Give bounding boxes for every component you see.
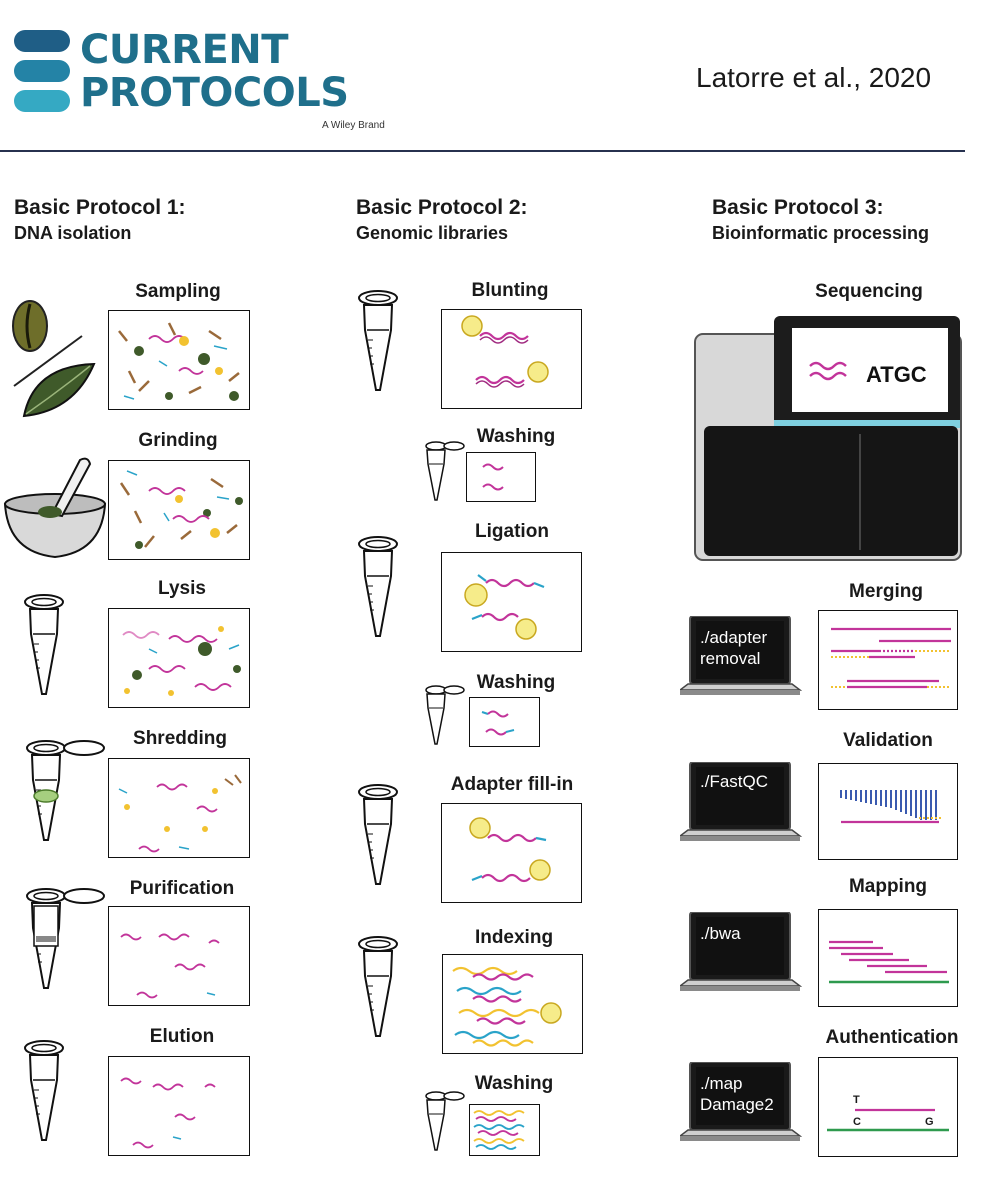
header-divider [0, 150, 965, 152]
step-grinding-label: Grinding [138, 430, 218, 451]
authentication-label-top: T [853, 1094, 860, 1106]
sampling-panel [108, 310, 250, 410]
protocol-3-title: Basic Protocol 3: [712, 196, 884, 219]
laptop-icon-mapping [680, 912, 801, 992]
brand-logo-bars-icon [14, 30, 70, 112]
step-sequencing-label: Sequencing [815, 281, 923, 302]
sequencer-screen-text: ATGC [866, 362, 927, 387]
sequencer-icon [694, 316, 962, 561]
grinding-panel [108, 460, 250, 560]
step-sampling-label: Sampling [135, 281, 221, 302]
merging-panel [818, 610, 958, 710]
washing-tube-icon-1 [425, 441, 465, 501]
elution-panel [108, 1056, 250, 1156]
terminal-command-line2-3: Damage2 [700, 1095, 774, 1114]
step-lysis-label: Lysis [158, 578, 206, 599]
blunting-panel [441, 309, 582, 409]
indexing-tube-icon [358, 936, 398, 1037]
brand-tagline: A Wiley Brand [322, 120, 385, 131]
elution-tube-icon [24, 1040, 64, 1141]
indexing-panel [442, 954, 583, 1054]
step-washing-label-3: Washing [474, 1073, 554, 1094]
mortar-pestle-icon [3, 457, 107, 559]
purification-panel [108, 906, 250, 1006]
authentication-panel: T C G [818, 1057, 958, 1157]
washing-panel-1 [466, 452, 536, 502]
washing-tube-icon-3 [425, 1091, 465, 1151]
step-shredding-label: Shredding [133, 728, 227, 749]
brand-name-line1: CURRENT [80, 27, 289, 73]
protocol-3-subtitle: Bioinformatic processing [712, 223, 930, 243]
ligation-panel [441, 552, 582, 652]
protocol-2-title: Basic Protocol 2: [356, 196, 528, 219]
lysis-tube-icon [24, 594, 64, 695]
step-authentication-label: Authentication [825, 1027, 959, 1048]
mapping-panel [818, 909, 958, 1007]
terminal-command-line1-2: ./bwa [700, 924, 741, 943]
authentication-label-bottom-right: G [925, 1116, 934, 1128]
step-purification-label: Purification [129, 878, 235, 899]
step-elution-label: Elution [149, 1026, 215, 1047]
step-indexing-label: Indexing [474, 927, 554, 948]
fill-in-tube-icon [358, 784, 398, 885]
step-ligation-label: Ligation [475, 521, 549, 542]
ligation-tube-icon [358, 536, 398, 637]
washing-panel-2 [469, 697, 540, 747]
step-merging-label: Merging [849, 581, 923, 602]
spin-column-icon [26, 888, 105, 989]
terminal-command-line1-1: ./FastQC [700, 772, 769, 791]
bead-tube-icon [26, 740, 105, 841]
terminal-command-line1-0: ./adapter [700, 628, 768, 647]
terminal-command-line1-3: ./map [700, 1074, 743, 1093]
authentication-label-bottom-left: C [853, 1116, 861, 1128]
terminal-command-line2-0: removal [700, 649, 761, 668]
step-validation-label: Validation [843, 730, 933, 751]
protocol-1-title: Basic Protocol 1: [14, 196, 186, 219]
step-adapter-fill-in-label: Adapter fill-in [450, 774, 574, 795]
shredding-panel [108, 758, 250, 858]
lysis-panel [108, 608, 250, 708]
step-mapping-label: Mapping [848, 876, 928, 897]
step-washing-label-1: Washing [476, 426, 556, 447]
protocol-1-subtitle: DNA isolation [14, 223, 132, 243]
protocol-2-subtitle: Genomic libraries [356, 223, 509, 243]
washing-panel-3 [469, 1104, 540, 1156]
brand-name-line2: PROTOCOLS [80, 70, 349, 116]
seed-leaf-icon [12, 300, 96, 418]
citation: Latorre et al., 2020 [696, 62, 932, 93]
blunting-tube-icon [358, 290, 398, 391]
step-blunting-label: Blunting [471, 280, 549, 301]
step-washing-label-2: Washing [476, 672, 556, 693]
validation-panel [818, 763, 958, 860]
adapter-fill-in-panel [441, 803, 582, 903]
